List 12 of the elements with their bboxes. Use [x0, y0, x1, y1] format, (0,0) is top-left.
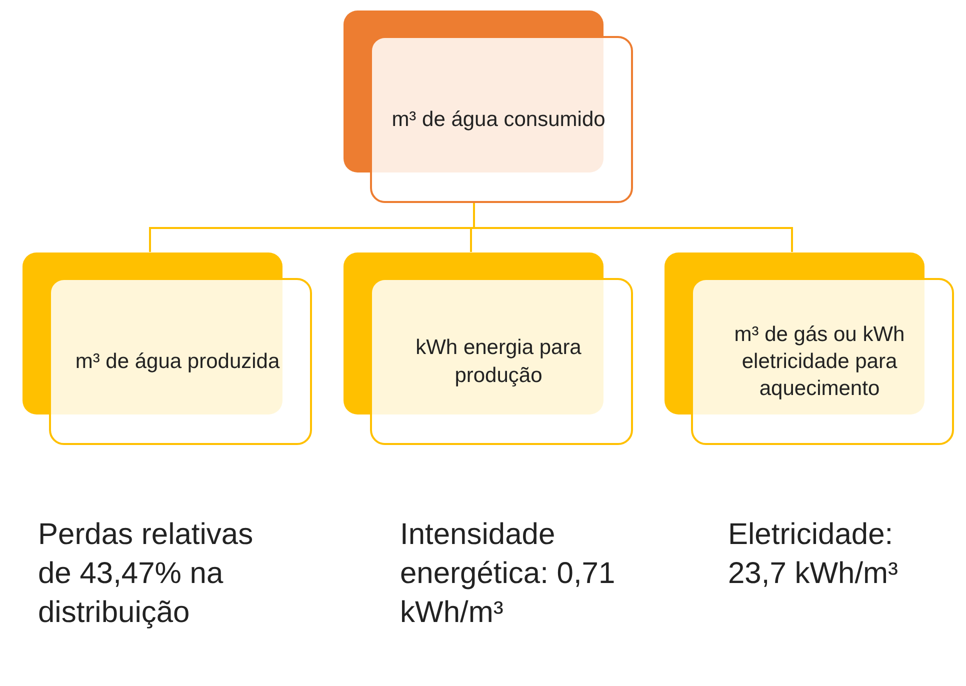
box-label: m³ de gás ou kWh eletricidade para aquecimento — [733, 322, 906, 402]
stacked-box — [664, 252, 954, 445]
box-label: kWh energia para produção — [414, 335, 582, 388]
stacked-box — [343, 252, 633, 445]
stacked-box — [22, 252, 312, 445]
connector-line — [473, 203, 793, 252]
note-text: Eletricidade: 23,7 kWh/m³ — [728, 517, 900, 592]
note-text: Intensidade energética: 0,71 kWh/m³ — [400, 517, 616, 631]
stacked-box — [343, 10, 633, 203]
box-label: m³ de água consumido — [392, 106, 606, 133]
box-label: m³ de água produzida — [75, 348, 280, 375]
note-text: Perdas relativas de 43,47% na distribuição — [38, 517, 254, 631]
